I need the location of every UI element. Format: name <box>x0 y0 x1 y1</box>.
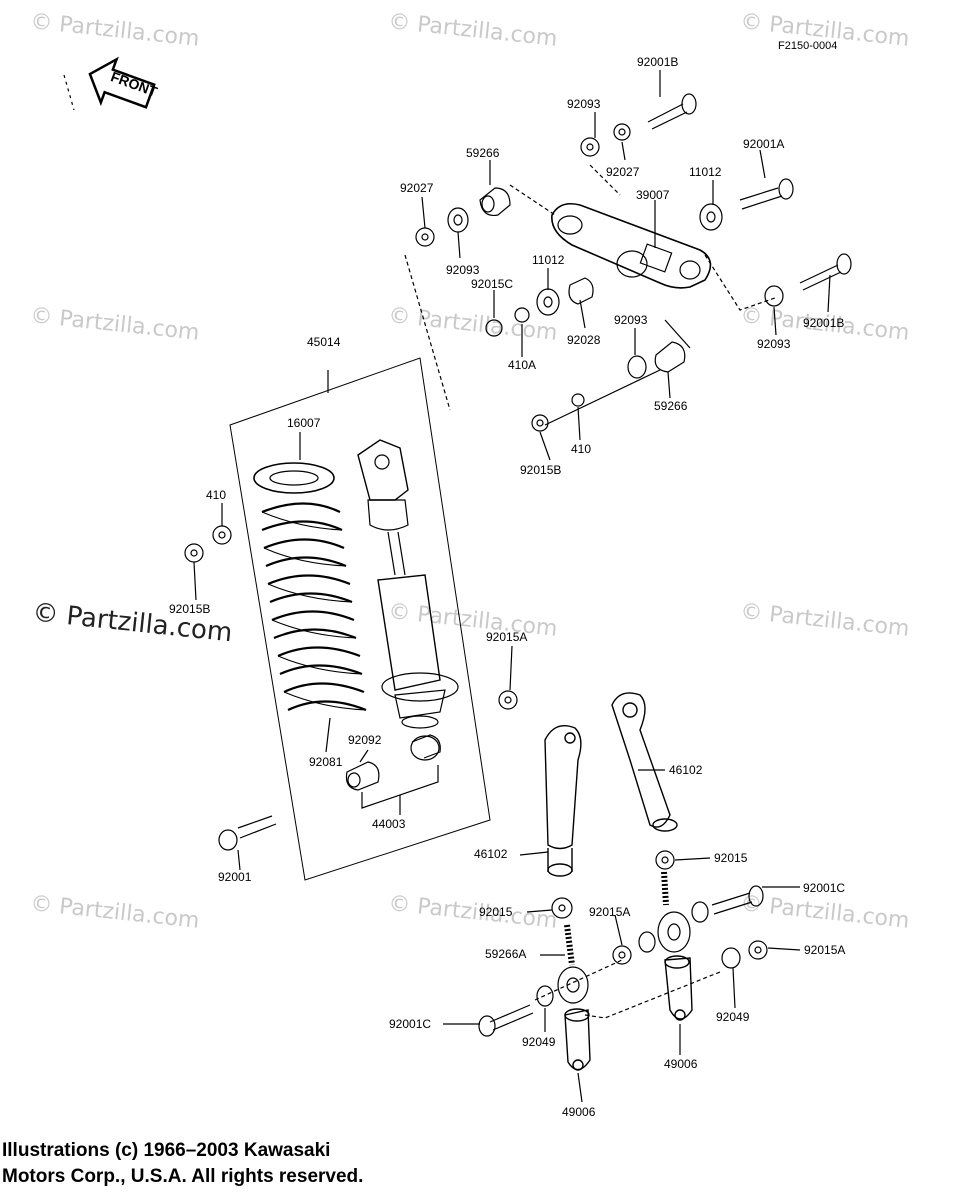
part-label: 92001 <box>218 870 252 884</box>
part-label: 46102 <box>669 763 703 777</box>
part-label: 92049 <box>716 1010 750 1024</box>
bolt-92001A <box>739 178 794 210</box>
part-label: 92015 <box>714 851 748 865</box>
coil-spring-92081 <box>253 462 367 712</box>
part-label: 92015B <box>520 463 562 477</box>
part-label: 39007 <box>636 188 670 202</box>
bolt-92001B-right <box>799 253 852 291</box>
part-label: 92093 <box>614 313 648 327</box>
bolt-92001B-top <box>647 93 697 130</box>
part-label: 59266 <box>654 399 688 413</box>
part-label: 92015C <box>471 277 514 291</box>
part-label: 49006 <box>562 1105 596 1119</box>
figure-code: F2150-0004 <box>778 40 838 52</box>
part-label: 92027 <box>400 181 434 195</box>
part-label: 92001B <box>637 55 679 69</box>
part-label: 92049 <box>522 1035 556 1049</box>
part-label: 44003 <box>372 817 406 831</box>
part-label: 92093 <box>446 263 480 277</box>
front-arrow-icon <box>88 56 156 109</box>
part-label: 92001C <box>803 881 846 895</box>
part-label: 92015A <box>804 943 846 957</box>
part-label: 59266A <box>485 947 527 961</box>
part-label: 410 <box>206 488 227 502</box>
part-label: 410A <box>508 358 537 372</box>
part-label: 92015A <box>589 905 631 919</box>
rod-end-49006-left <box>564 1008 591 1071</box>
part-label: 92028 <box>567 333 601 347</box>
part-label: 410 <box>571 442 592 456</box>
tie-rod-46102-right <box>611 692 678 832</box>
part-label: 92027 <box>606 165 640 179</box>
part-label: 11012 <box>532 253 565 267</box>
copyright-line-1: Illustrations (c) 1966–2003 Kawasaki <box>2 1140 331 1161</box>
part-label: 45014 <box>307 335 341 349</box>
rod-end-49006-right <box>664 955 693 1021</box>
part-label: 59266 <box>466 146 500 160</box>
part-label: 92081 <box>309 755 343 769</box>
part-label: 49006 <box>664 1057 698 1071</box>
part-label: 92015A <box>486 630 528 644</box>
part-label: 92093 <box>567 97 601 111</box>
part-label: 92092 <box>348 733 382 747</box>
part-label: 92001B <box>803 316 845 330</box>
bolt-92001C-right <box>711 885 764 915</box>
part-label: 92015 <box>479 905 513 919</box>
part-label: 92001A <box>743 137 785 151</box>
bolt-92001C-left <box>478 1004 534 1037</box>
part-label: 46102 <box>474 847 508 861</box>
tie-rod-46102-left <box>544 725 582 877</box>
part-label: 11012 <box>689 165 722 179</box>
bolt-92001 <box>218 815 277 851</box>
part-label: 92093 <box>757 337 791 351</box>
part-label: 92015B <box>169 602 211 616</box>
part-label: 16007 <box>287 416 321 430</box>
rocker-arm-39007 <box>551 202 712 289</box>
shock-absorber-body <box>357 439 459 729</box>
part-label: 92001C <box>389 1017 432 1031</box>
copyright-line-2: Motors Corp., U.S.A. All rights reserved… <box>2 1166 364 1187</box>
